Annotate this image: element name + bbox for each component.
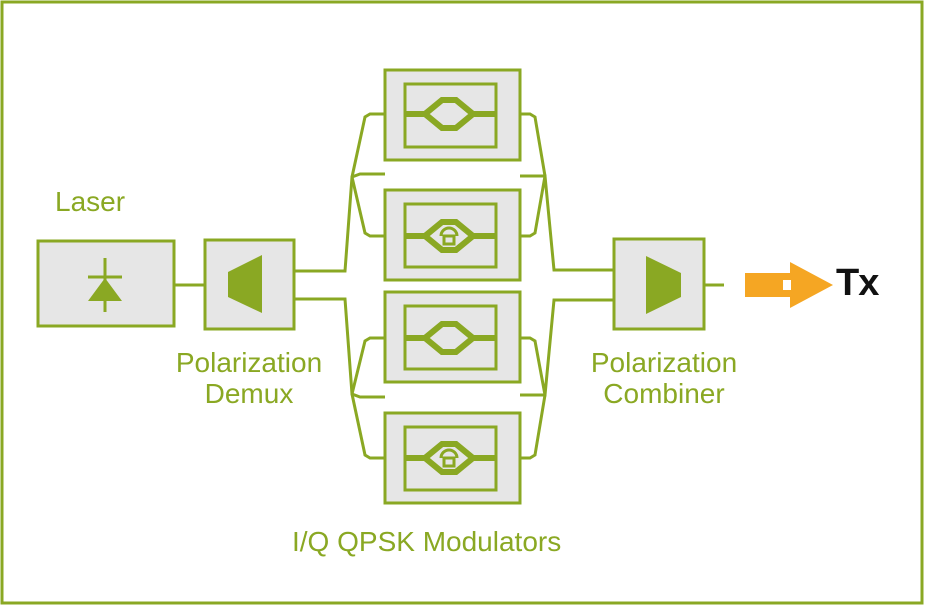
laser-diode-icon xyxy=(88,258,122,312)
demux-label: Polarization Demux xyxy=(175,347,323,410)
modulators-label: I/Q QPSK Modulators xyxy=(292,526,562,557)
combiner-block xyxy=(612,237,706,331)
demux-icon xyxy=(228,255,262,313)
combiner-label: Polarization Combiner xyxy=(590,347,738,410)
modulator-1 xyxy=(383,68,522,162)
laser-label: Laser xyxy=(55,186,126,217)
modulator-2 xyxy=(383,188,522,282)
laser-block xyxy=(36,239,176,328)
modulator-4 xyxy=(383,411,522,505)
combiner-icon xyxy=(646,256,681,314)
tx-arrow-icon xyxy=(745,262,833,308)
tx-label: Tx xyxy=(836,262,879,304)
demux-block xyxy=(203,238,296,331)
modulator-3 xyxy=(383,290,522,384)
